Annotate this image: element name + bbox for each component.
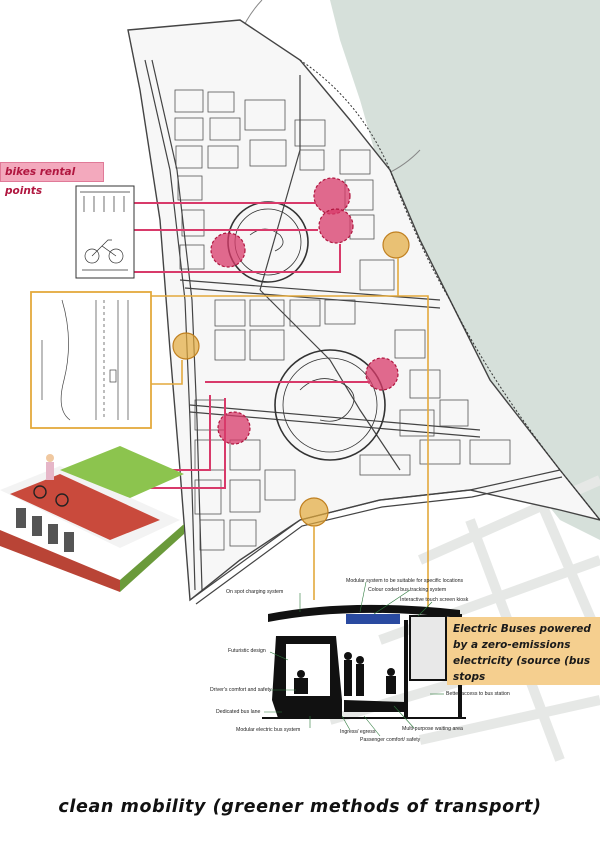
bike-rack-drawing xyxy=(75,185,135,279)
road-section-drawing xyxy=(30,291,152,429)
bus-connector-lines xyxy=(150,258,429,610)
annotation-touch-kiosk: Interactive touch screen kiosk xyxy=(400,597,469,603)
annotation-drivers-comfort: Driver's comfort and safety xyxy=(210,687,272,693)
district-outline xyxy=(127,19,600,602)
annotation-colour-coded: Colour coded bus tracking system xyxy=(368,587,447,593)
bus-marker-3 xyxy=(299,497,329,527)
bike-marker-1 xyxy=(313,177,351,215)
urban-blocks xyxy=(174,89,511,551)
water-body xyxy=(330,0,600,540)
annotation-modular-system: Modular system to be suitable for specif… xyxy=(346,578,464,584)
page-caption: clean mobility (greener methods of trans… xyxy=(58,797,542,817)
bike-rental-markers xyxy=(210,177,399,445)
bike-marker-4 xyxy=(365,357,399,391)
bus-marker-1 xyxy=(382,231,410,259)
bus-stop-illustration xyxy=(262,604,466,719)
bus-annotation-leaders xyxy=(264,581,444,737)
shoreline-promenade xyxy=(299,59,600,521)
annotation-futuristic: Futuristic design xyxy=(228,648,266,654)
bike-marker-5 xyxy=(217,411,251,445)
annotation-passenger-comfort: Passenger comfort/ safety xyxy=(360,737,421,743)
isometric-bike-lane xyxy=(0,446,184,592)
annotation-waiting-area: Multi-purpose waiting area xyxy=(402,726,463,732)
annotation-dedicated-lane: Dedicated bus lane xyxy=(216,709,261,715)
annotation-ingress: Ingress/ egress xyxy=(340,729,376,735)
bus-stop-markers xyxy=(172,231,410,527)
annotation-better-access: Better access to bus station xyxy=(446,691,510,697)
bike-marker-2 xyxy=(318,208,354,244)
electric-buses-label: Electric Buses powered by a zero-emissio… xyxy=(447,617,600,685)
bike-marker-3 xyxy=(210,232,246,268)
annotation-on-spot-charging: On spot charging system xyxy=(226,589,284,595)
bike-rental-label: bikes rental points xyxy=(0,162,104,197)
annotation-modular-electric: Modular electric bus system xyxy=(236,727,301,733)
bus-marker-2 xyxy=(172,332,200,360)
